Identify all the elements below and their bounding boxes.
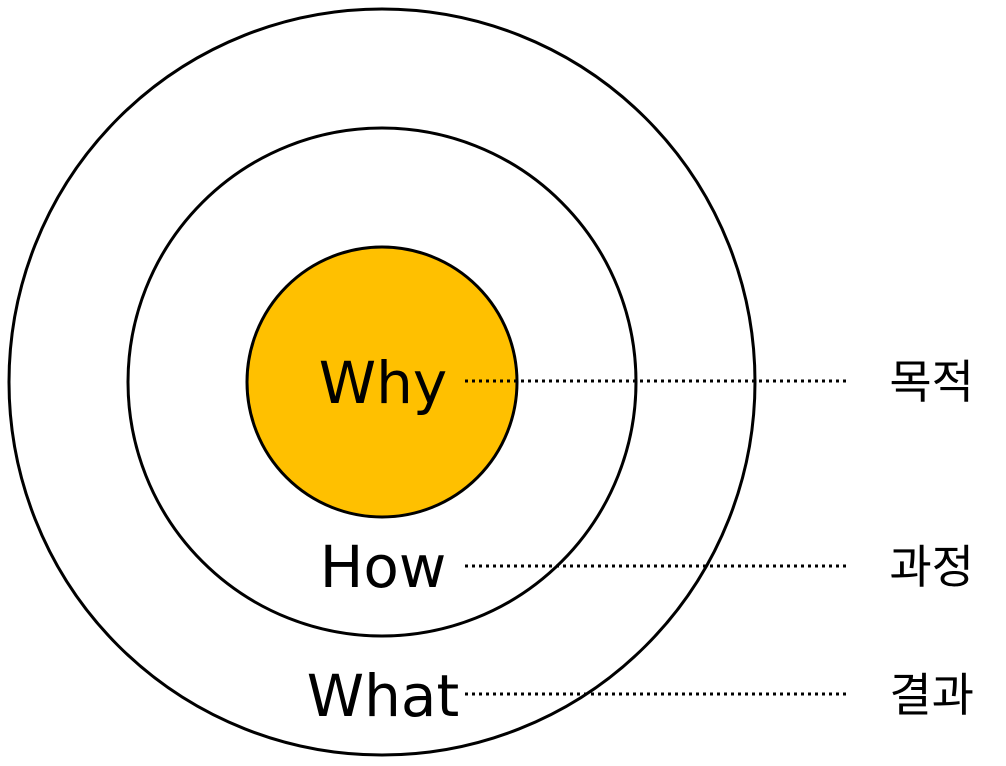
what-label: What <box>307 662 459 730</box>
what-meaning-label: 결과 <box>889 668 974 722</box>
why-label: Why <box>319 349 447 417</box>
how-label: How <box>320 533 447 601</box>
how-meaning-label: 과정 <box>889 540 974 594</box>
why-meaning-label: 목적 <box>889 355 974 409</box>
